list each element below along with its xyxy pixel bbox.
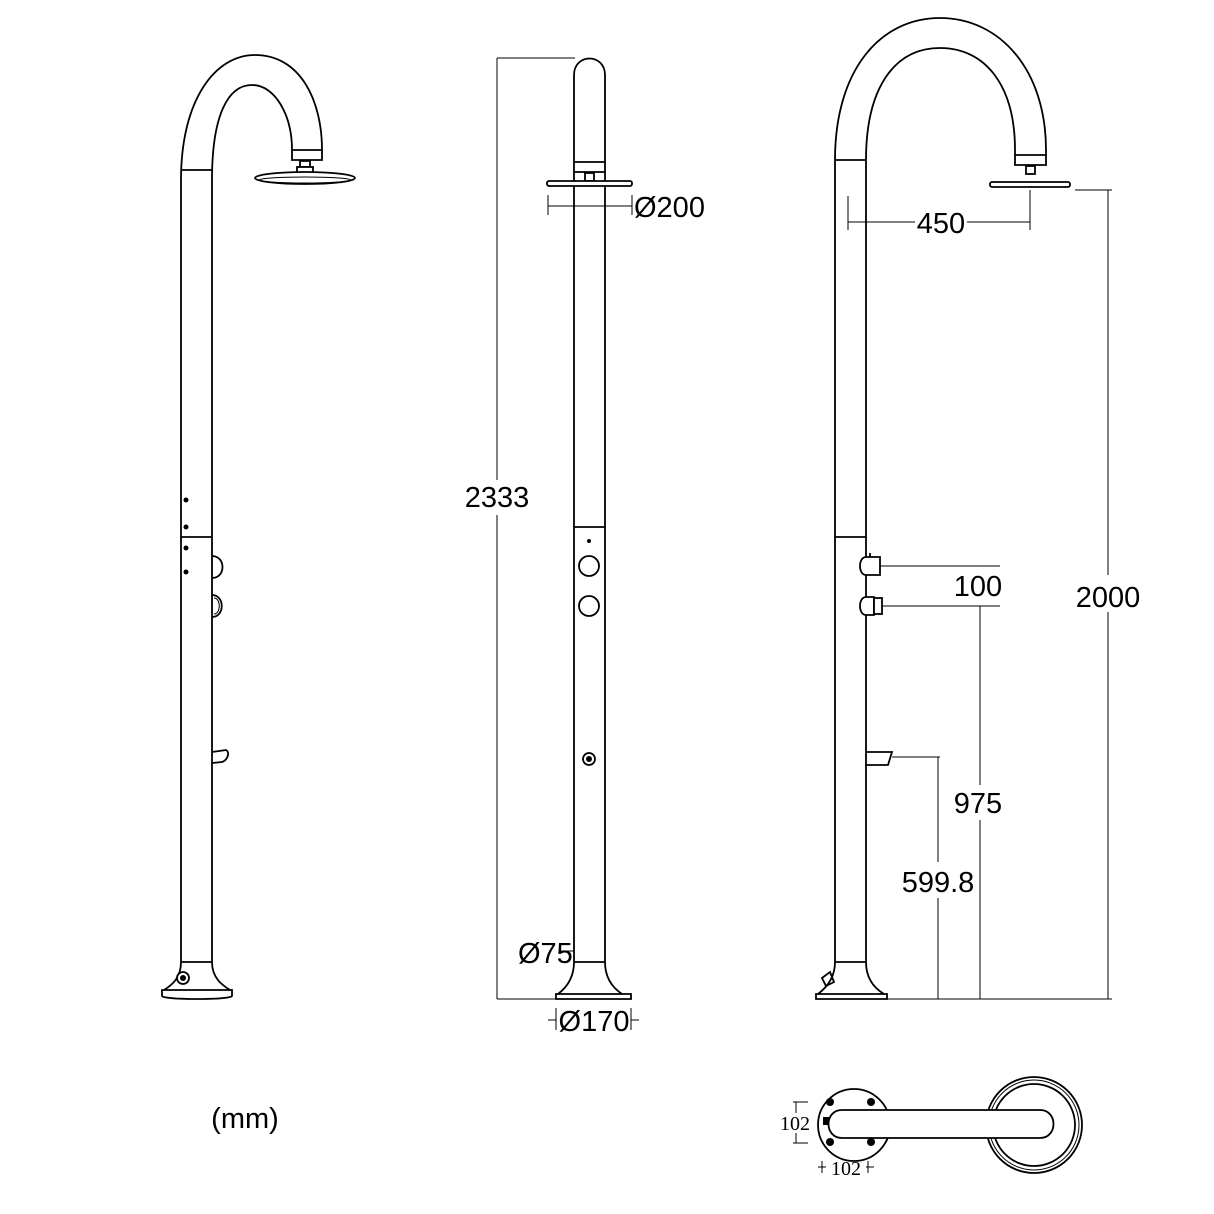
arm-top xyxy=(827,1109,1055,1139)
valve-knob xyxy=(211,594,223,618)
head-diameter-label: Ø200 xyxy=(634,192,705,224)
top-width-label: 102 xyxy=(831,1158,861,1180)
supply-valve xyxy=(820,970,836,988)
pole-outline xyxy=(573,57,606,962)
shower-head xyxy=(546,180,633,187)
total-height-label: 2333 xyxy=(465,482,530,514)
base-plate xyxy=(161,989,233,1000)
pole-outline xyxy=(180,54,323,962)
valve-spacing-label: 100 xyxy=(954,571,1002,603)
base-diameter-label: Ø170 xyxy=(559,1006,630,1038)
head-height-label: 2000 xyxy=(1076,582,1141,614)
foot-spout xyxy=(211,749,229,764)
top-view: 102 102 xyxy=(780,1076,1083,1180)
valve-knob xyxy=(578,555,600,577)
unit-label: (mm) xyxy=(211,1103,279,1135)
perspective-view xyxy=(161,54,356,1000)
spout-height-label: 599.8 xyxy=(902,867,975,899)
pole-diameter-label: Ø75 xyxy=(518,938,573,970)
spray-dots xyxy=(183,497,189,575)
valve-knob xyxy=(578,595,600,617)
arm-reach-label: 450 xyxy=(917,208,965,240)
valve-knob xyxy=(859,556,881,576)
base-plate xyxy=(555,993,632,1000)
base-plate xyxy=(815,993,888,1000)
side-view: 450 2000 100 975 599.8 xyxy=(815,17,1141,1000)
shower-head xyxy=(989,181,1071,188)
pole-outline xyxy=(834,17,1047,962)
valve-knob xyxy=(859,596,875,616)
valve-knob xyxy=(211,555,224,579)
top-depth-label: 102 xyxy=(780,1113,810,1135)
foot-spout xyxy=(866,751,894,766)
shower-head xyxy=(254,171,356,185)
valve-height-label: 975 xyxy=(954,788,1002,820)
front-view: 2333 Ø200 Ø75 Ø170 xyxy=(465,57,705,1038)
